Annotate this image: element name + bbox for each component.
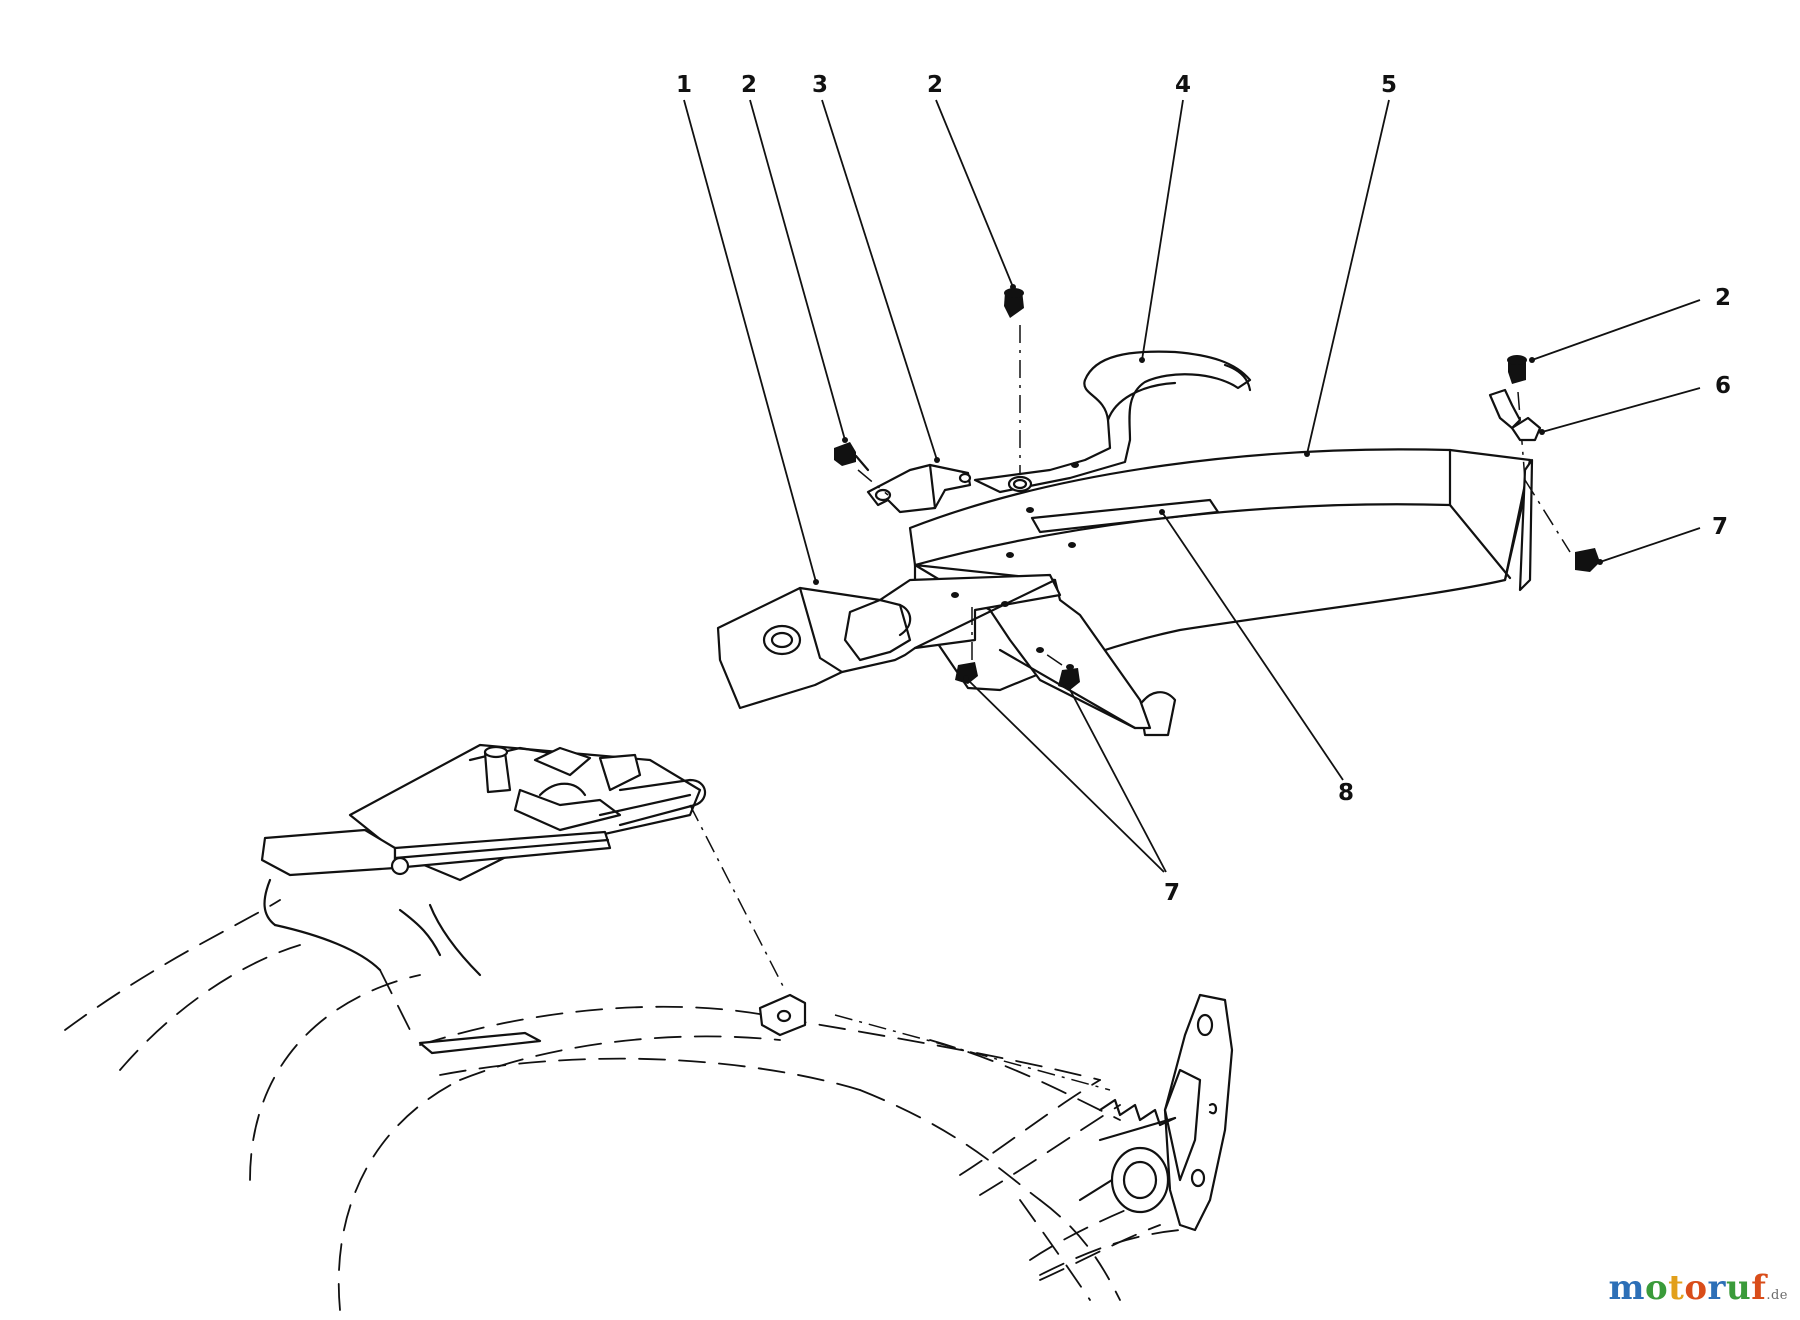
callout-8: 8 <box>1338 780 1354 806</box>
callout-6: 6 <box>1715 373 1731 399</box>
watermark-letter: t <box>1668 1268 1685 1308</box>
site-watermark: motoruf.de <box>1608 1268 1788 1308</box>
watermark-letter: f <box>1751 1268 1767 1308</box>
discharge-chute <box>908 448 1534 737</box>
callout-2-left: 2 <box>741 72 757 98</box>
callout-2-center: 2 <box>927 72 943 98</box>
leader-lines <box>683 99 1701 873</box>
watermark-letter: o <box>1644 1268 1669 1308</box>
callout-3: 3 <box>812 72 828 98</box>
watermark-logo: motoruf <box>1608 1268 1766 1308</box>
chute-mounting-bracket <box>716 573 1062 710</box>
chute-handle <box>973 350 1252 494</box>
watermark-letter: o <box>1684 1268 1708 1308</box>
callout-5: 5 <box>1381 72 1397 98</box>
hinge-bracket <box>866 463 972 514</box>
mower-housing <box>64 878 1181 1311</box>
callout-4: 4 <box>1175 72 1191 98</box>
callout-7-bottom: 7 <box>1164 880 1180 906</box>
watermark-letter: m <box>1608 1268 1645 1308</box>
watermark-tld: .de <box>1766 1288 1788 1303</box>
fasteners <box>834 288 1600 690</box>
callout-labels: 1 2 3 2 4 5 2 6 7 7 8 <box>676 72 1731 906</box>
callout-2-right: 2 <box>1715 285 1731 311</box>
rear-door-bracket <box>260 743 706 882</box>
callout-1: 1 <box>676 72 692 98</box>
watermark-letter: u <box>1725 1268 1752 1308</box>
watermark-letter: r <box>1707 1268 1726 1308</box>
assembly-centerlines <box>689 804 1111 1091</box>
height-adjust-plate <box>1078 993 1234 1232</box>
callout-7-right: 7 <box>1712 514 1728 540</box>
